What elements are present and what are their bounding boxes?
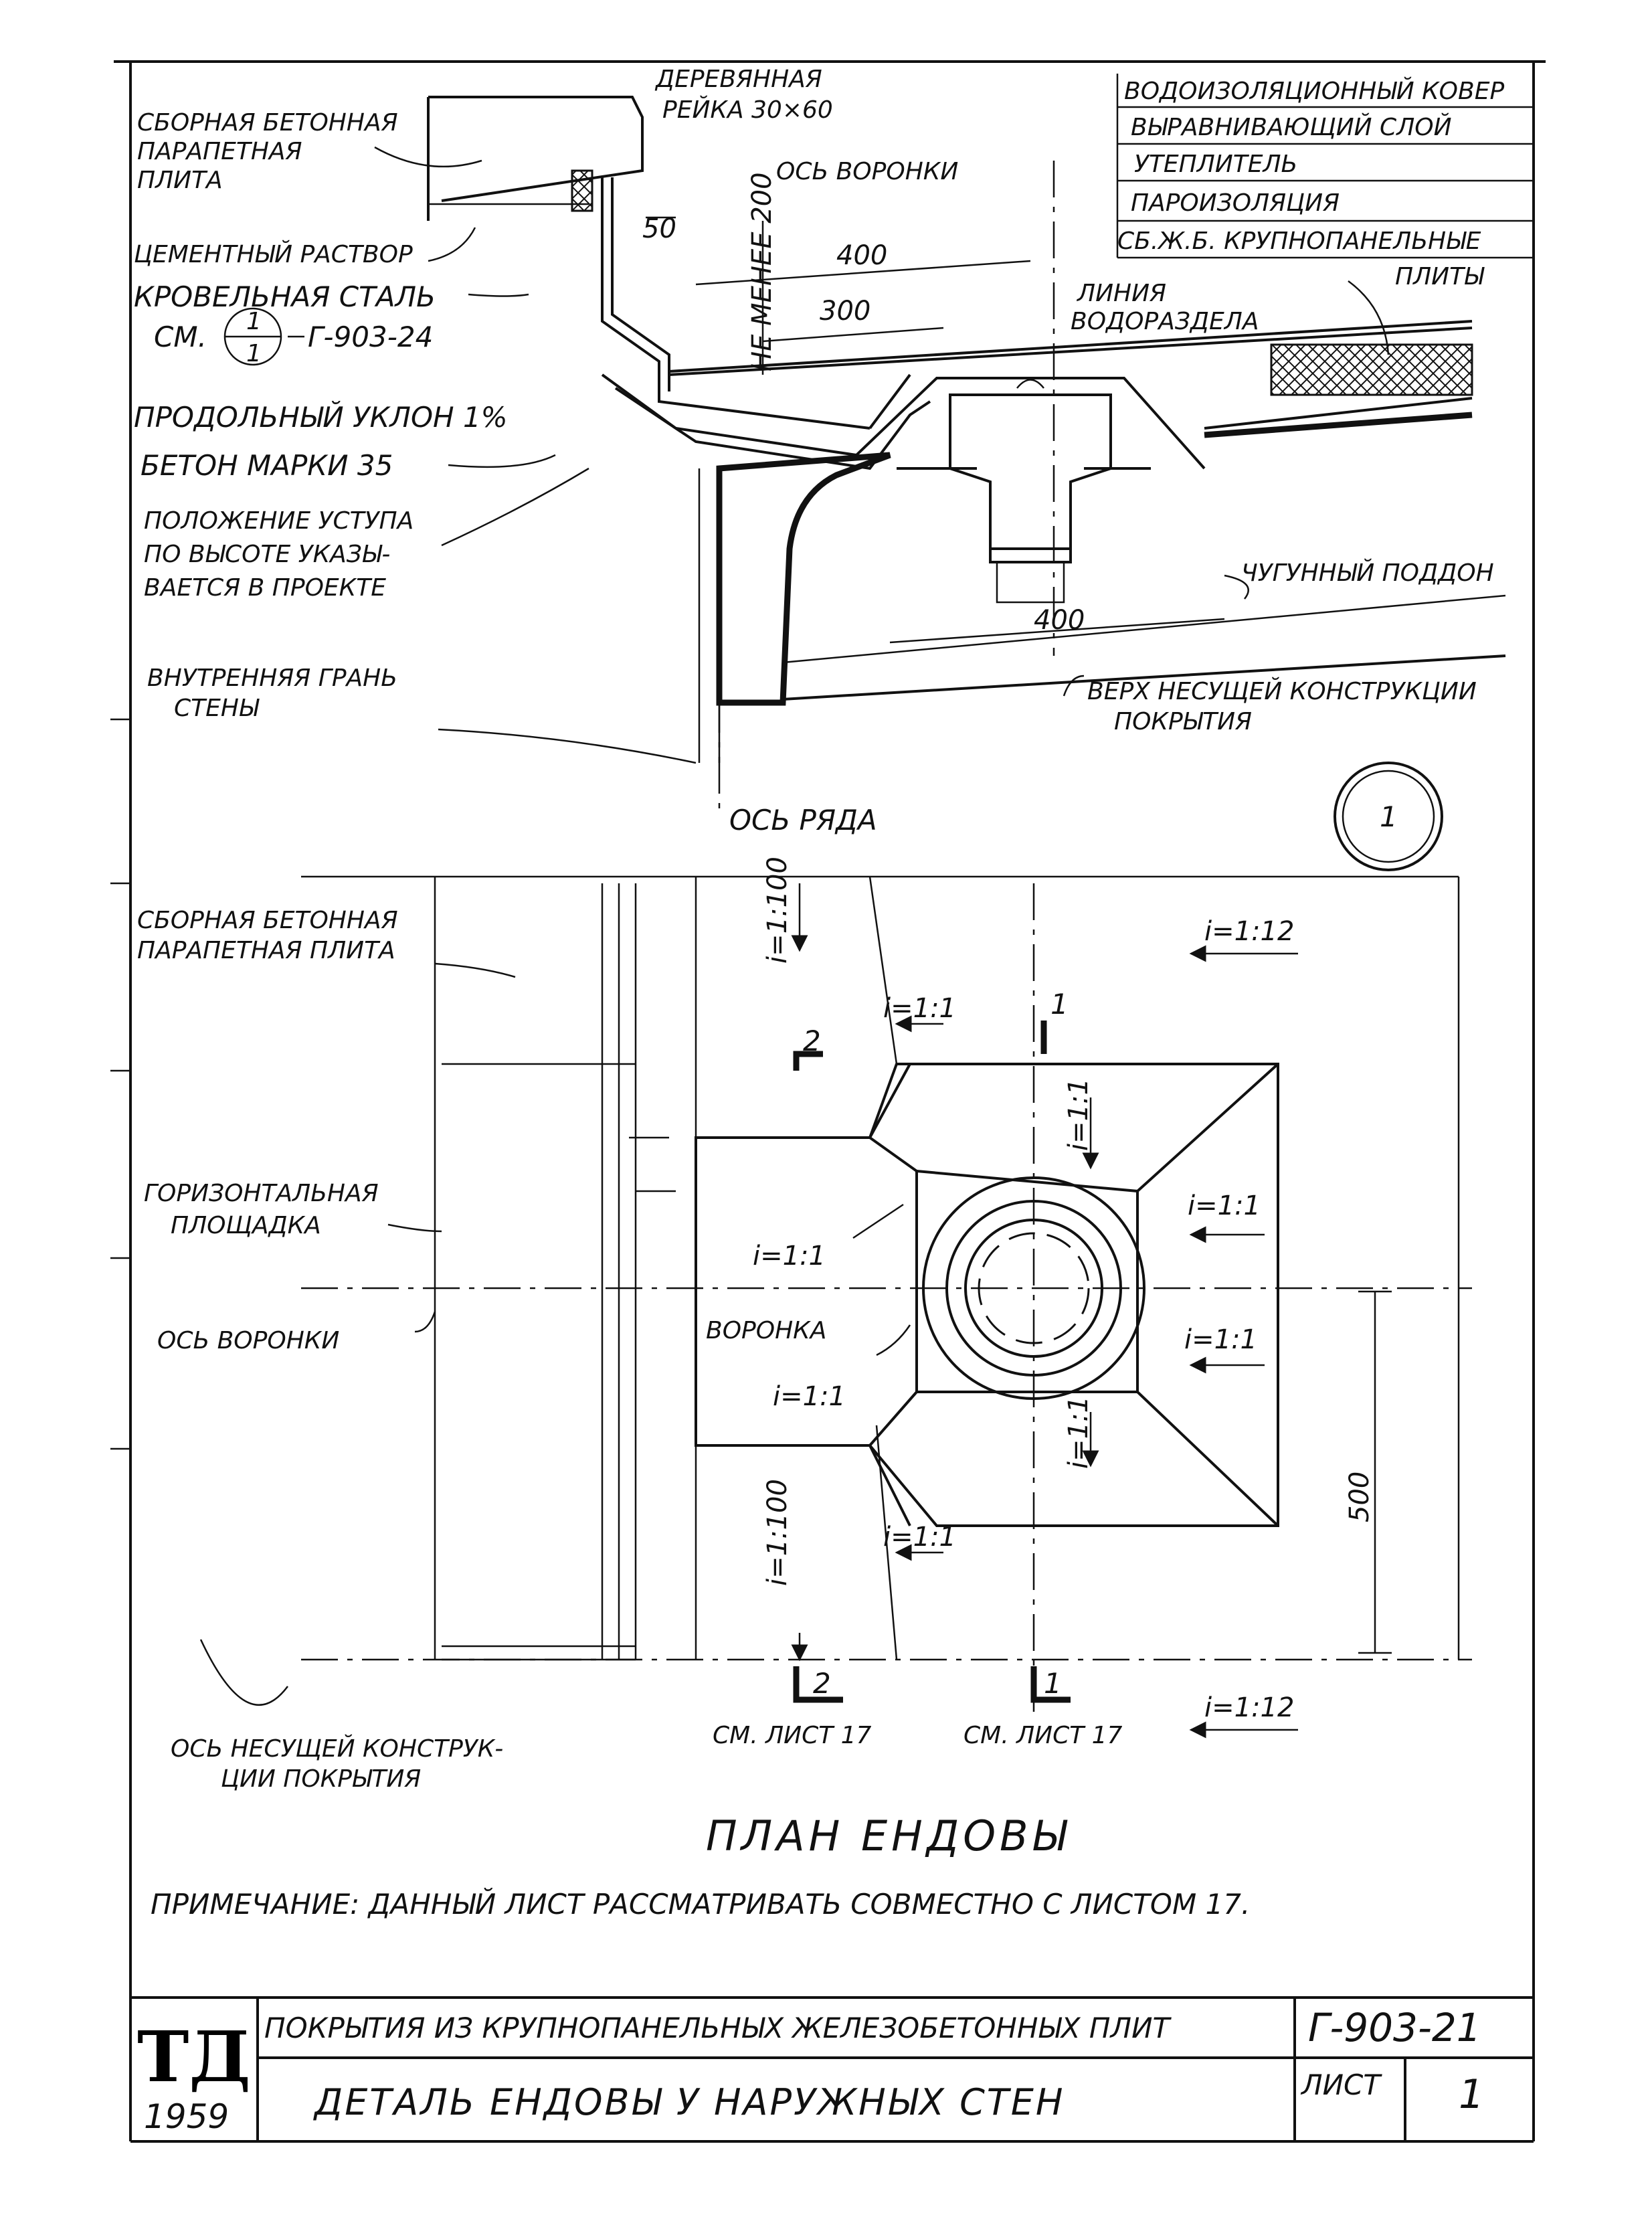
slope-label: i=1:1: [1188, 1190, 1261, 1221]
wall-corbel: [716, 452, 891, 706]
label-ledge-position: ПОЛОЖЕНИЕ УСТУПА: [144, 507, 414, 535]
plan-label-structure-axis: ОСЬ НЕСУЩЕЙ КОНСТРУК-: [171, 1735, 503, 1763]
title-block-sheet-label: ЛИСТ: [1300, 2068, 1382, 2101]
insulation-layer: [1270, 343, 1473, 396]
valley-outline: [695, 1063, 1279, 1527]
label-cement-mortar: ЦЕМЕНТНЫЙ РАСТВОР: [134, 240, 413, 268]
slope-label: i=1:1: [883, 1522, 956, 1553]
funnel-body: [949, 393, 1112, 563]
dim-500: 500: [1344, 1472, 1375, 1522]
detail-callout-circle: [1334, 762, 1443, 871]
label-inner-wall-face: СТЕНЫ: [174, 695, 260, 722]
legend-layer: ПАРОИЗОЛЯЦИЯ: [1131, 189, 1340, 217]
plan-label-see-sheet: СМ. ЛИСТ 17: [713, 1722, 872, 1749]
dim-300: 300: [820, 296, 870, 327]
slope-label: i=1:1: [883, 993, 956, 1024]
slope-label: i=1:1: [1063, 1396, 1094, 1469]
title-block-year: 1959: [144, 2097, 229, 2136]
title-block-sheet-number: 1: [1459, 2071, 1484, 2118]
label-see: СМ.: [154, 321, 207, 353]
slope-label: i=1:1: [753, 1241, 826, 1271]
slope-label: i=1:1: [1063, 1078, 1094, 1151]
cut-1-bottom: [1030, 1666, 1071, 1703]
label-funnel-axis: ОСЬ ВОРОНКИ: [776, 158, 958, 185]
label-ledge-position: ВАЕТСЯ В ПРОЕКТЕ: [144, 574, 386, 602]
section-drawing: [223, 74, 1532, 871]
plan-label-structure-axis: ЦИИ ПОКРЫТИЯ: [221, 1765, 421, 1793]
title-block-drawing-title: ДЕТАЛЬ ЕНДОВЫ У НАРУЖНЫХ СТЕН: [313, 2081, 1065, 2123]
label-inner-wall-face: ВНУТРЕННЯЯ ГРАНЬ: [147, 665, 397, 692]
dim-400-top: 400: [836, 240, 887, 271]
ref-circle-top: 1: [246, 308, 262, 335]
cut-label-1-bottom: 1: [1044, 1667, 1062, 1700]
title-block-stamp: ТД: [137, 2016, 251, 2098]
cut-label-1-top: 1: [1050, 988, 1069, 1021]
gutter-profile: [601, 373, 1206, 470]
title-block-series: ПОКРЫТИЯ ИЗ КРУПНОПАНЕЛЬНЫХ ЖЕЛЕЗОБЕТОНН…: [264, 2012, 1172, 2044]
label-top-of-structure: ВЕРХ НЕСУЩЕЙ КОНСТРУКЦИИ: [1087, 677, 1477, 705]
label-top-of-structure: ПОКРЫТИЯ: [1114, 708, 1252, 735]
detail-callout-number: 1: [1380, 800, 1398, 833]
layers-legend-box: [1116, 74, 1532, 259]
roof-panel-top: [868, 373, 911, 430]
label-parapet-slab: ПАРАПЕТНАЯ: [137, 138, 302, 165]
cut-2-bottom: [793, 1666, 843, 1703]
parapet-slab: [428, 96, 644, 202]
title-block-code: Г-903-21: [1308, 2005, 1481, 2050]
label-wooden-strip: РЕЙКА 30×60: [662, 96, 833, 124]
label-parapet-slab: ПЛИТА: [137, 167, 223, 194]
wooden-strip: [571, 169, 593, 212]
plan-label-parapet-slab: ПАРАПЕТНАЯ ПЛИТА: [137, 937, 395, 964]
plan-label-horizontal-platform: ГОРИЗОНТАЛЬНАЯ: [144, 1180, 379, 1207]
plan-label-parapet-slab: СБОРНАЯ БЕТОННАЯ: [137, 907, 398, 934]
dim-50: 50: [642, 213, 676, 244]
plan-label-funnel: ВОРОНКА: [706, 1317, 826, 1344]
legend-layer: УТЕПЛИТЕЛЬ: [1134, 151, 1297, 178]
label-roofing-steel: КРОВЕЛЬНАЯ СТАЛЬ: [134, 280, 436, 313]
label-row-axis: ОСЬ РЯДА: [729, 804, 877, 836]
label-concrete: БЕТОН МАРКИ 35: [141, 449, 393, 482]
slope-label: i=1:100: [762, 1479, 793, 1586]
dim-min-200: НЕ МЕНЕЕ 200: [747, 172, 777, 371]
label-wooden-strip: ДЕРЕВЯННАЯ: [654, 66, 822, 93]
label-watershed-line: ВОДОРАЗДЕЛА: [1071, 308, 1259, 335]
plan-label-funnel-axis: ОСЬ ВОРОНКИ: [157, 1327, 339, 1354]
cut-label-2-bottom: 2: [813, 1667, 831, 1700]
slope-label: i=1:100: [762, 857, 793, 964]
label-longitudinal-slope: ПРОДОЛЬНЫЙ УКЛОН 1%: [134, 400, 508, 434]
label-cast-iron-tray: ЧУГУННЫЙ ПОДДОН: [1241, 559, 1494, 587]
legend-layer: ВОДОИЗОЛЯЦИОННЫЙ КОВЕР: [1124, 77, 1504, 105]
cut-label-2-top: 2: [803, 1025, 821, 1057]
plan-label-see-sheet: СМ. ЛИСТ 17: [963, 1722, 1123, 1749]
slope-label: i=1:12: [1204, 1692, 1294, 1723]
label-ref-sheet: Г-903-24: [308, 321, 433, 353]
ref-circle-bottom: 1: [246, 340, 262, 367]
dim-400-bottom: 400: [1034, 605, 1085, 636]
slope-label: i=1:12: [1204, 916, 1294, 947]
legend-layer: СБ.Ж.Б. КРУПНОПАНЕЛЬНЫЕ: [1117, 228, 1481, 255]
label-parapet-slab: СБОРНАЯ БЕТОННАЯ: [137, 109, 398, 137]
plan-title: ПЛАН ЕНДОВЫ: [706, 1811, 1070, 1860]
label-watershed-line: ЛИНИЯ: [1076, 280, 1166, 307]
legend-layer: ПЛИТЫ: [1395, 263, 1485, 290]
sheet-frame: [110, 60, 1546, 2143]
gutter-profile-inner: [614, 387, 931, 470]
slope-label: i=1:1: [773, 1381, 846, 1412]
title-block: [130, 1996, 1534, 2141]
legend-layer: ВЫРАВНИВАЮЩИЙ СЛОЙ: [1131, 113, 1452, 141]
slope-label: i=1:1: [1184, 1324, 1257, 1355]
plan-drawing: [199, 875, 1472, 1739]
cut-2-top: [793, 1051, 823, 1071]
plan-label-horizontal-platform: ПЛОЩАДКА: [171, 1212, 321, 1239]
roofing-steel: [601, 177, 870, 430]
label-ledge-position: ПО ВЫСОТЕ УКАЗЫ-: [144, 541, 390, 568]
sheet-note: ПРИМЕЧАНИЕ: ДАННЫЙ ЛИСТ РАССМАТРИВАТЬ СО…: [151, 1887, 1250, 1921]
